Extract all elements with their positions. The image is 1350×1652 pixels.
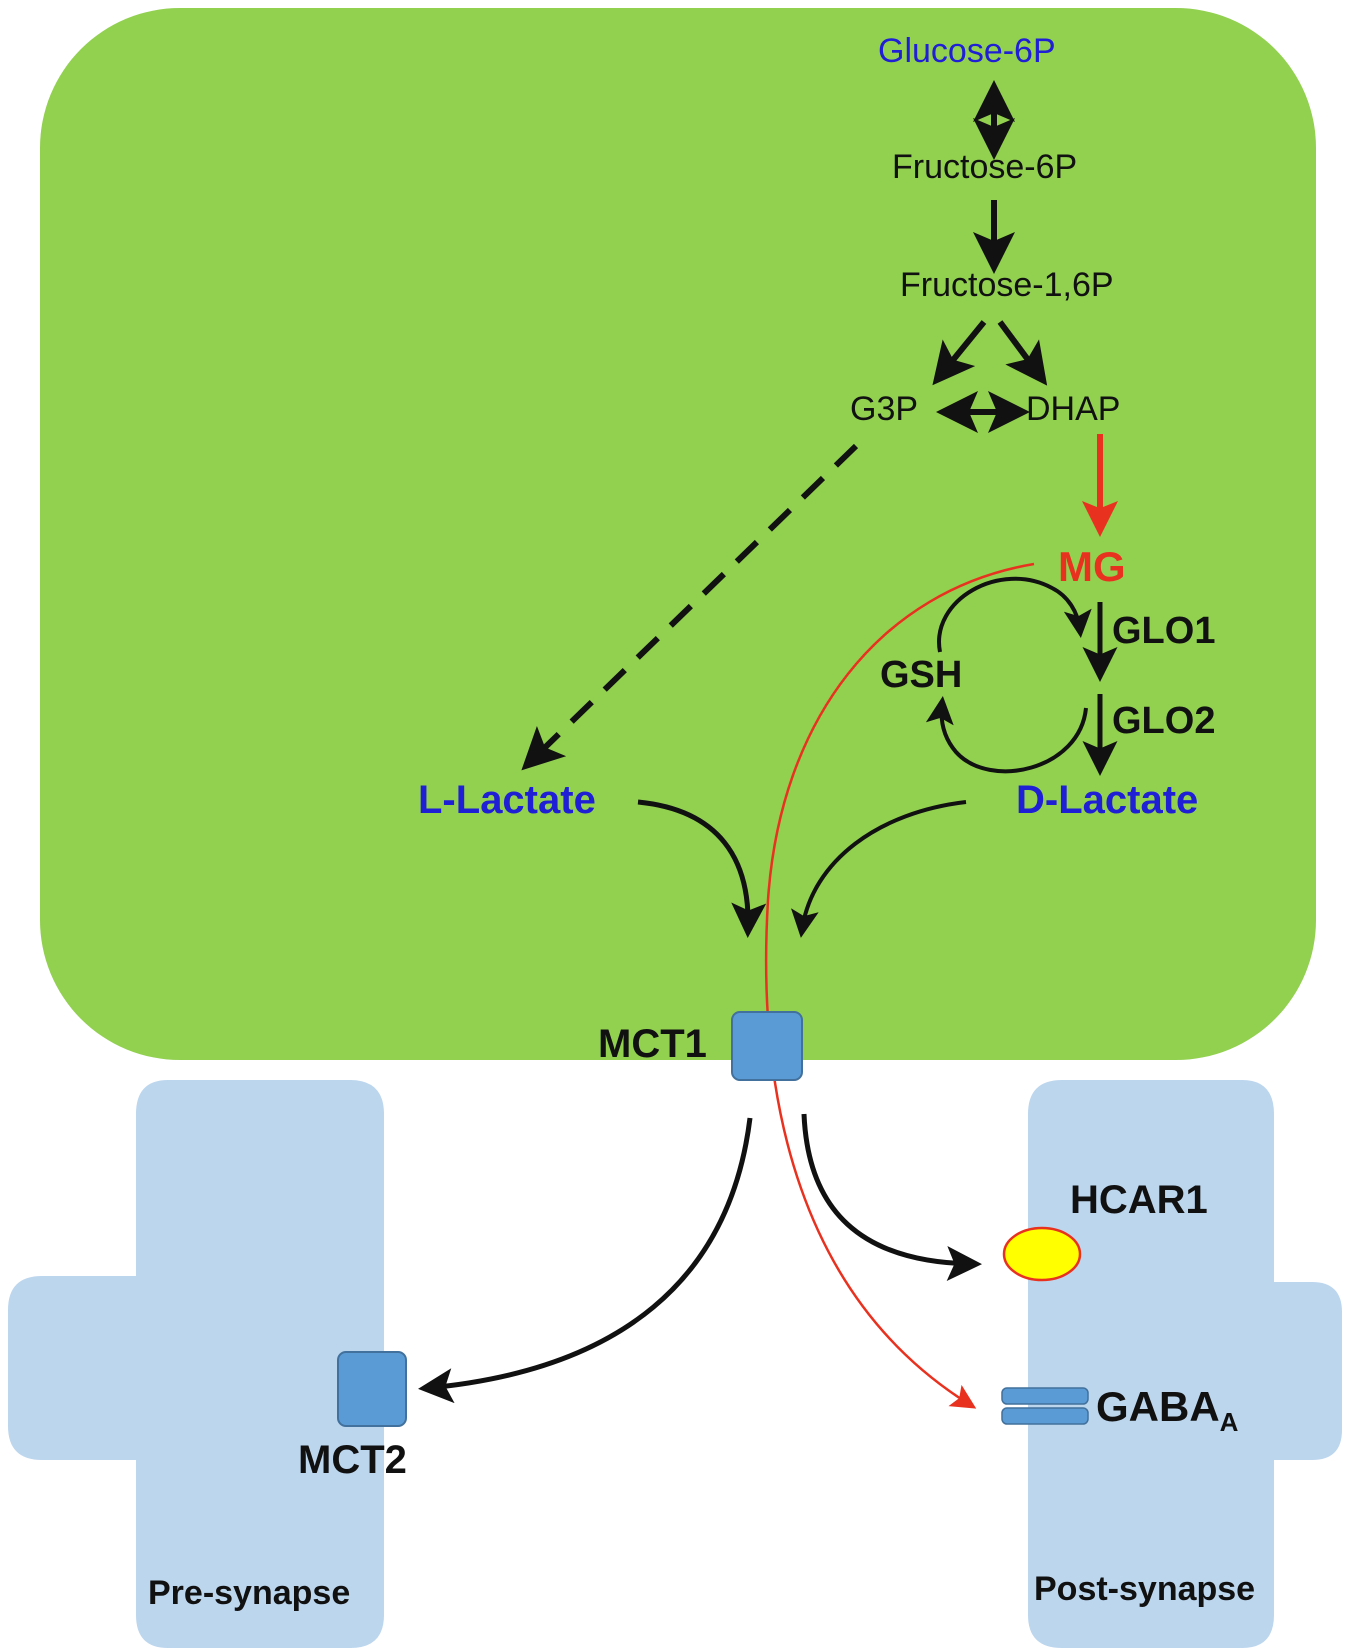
arrow-glo2-to-gsh	[925, 696, 1088, 774]
label-l-lactate: L-Lactate	[418, 778, 596, 822]
gabaa-receptor-bar-bottom	[1001, 1407, 1089, 1425]
arrow-llactate-mct1	[637, 799, 767, 938]
arrow-gsh-to-glo1	[937, 576, 1092, 653]
label-gabaa: GABAA	[1096, 1383, 1239, 1437]
arrow-fructose16p-dhap	[997, 320, 1048, 386]
mct1-transporter	[731, 1011, 803, 1081]
hcar1-receptor	[1002, 1226, 1082, 1282]
gabaa-receptor-bar-top	[1001, 1387, 1089, 1405]
mct2-transporter	[337, 1351, 407, 1427]
label-hcar1: HCAR1	[1070, 1178, 1208, 1222]
label-gsh: GSH	[880, 654, 963, 696]
arrow-g3p-llactate-dashed	[521, 443, 859, 771]
arrow-dlactate-mct1	[790, 800, 967, 938]
arrow-fructose16p-g3p	[932, 320, 987, 386]
label-gabaa-base: GABA	[1096, 1383, 1220, 1430]
post-synapse-cell	[1028, 1080, 1342, 1648]
label-gabaa-subscript: A	[1219, 1407, 1239, 1437]
label-fructose-1-6p: Fructose-1,6P	[900, 266, 1114, 304]
label-glo2: GLO2	[1112, 700, 1216, 742]
label-g3p: G3P	[850, 390, 919, 428]
label-glucose-6p: Glucose-6P	[878, 32, 1056, 70]
pre-synapse-cell	[8, 1080, 384, 1648]
arrow-mg-gabaa	[764, 562, 1035, 1409]
label-d-lactate: D-Lactate	[1016, 778, 1199, 822]
label-post-synapse: Post-synapse	[1034, 1570, 1256, 1608]
label-fructose-6p: Fructose-6P	[892, 148, 1078, 186]
astrocyte-cell	[40, 8, 1316, 1060]
arrow-mct1-mct2	[418, 1117, 753, 1404]
label-pre-synapse: Pre-synapse	[148, 1574, 351, 1612]
label-dhap: DHAP	[1026, 390, 1121, 428]
label-glo1: GLO1	[1112, 610, 1216, 652]
label-mct1: MCT1	[598, 1022, 707, 1066]
label-mct2: MCT2	[298, 1438, 407, 1482]
arrow-mct1-hcar1	[801, 1113, 982, 1282]
label-mg: MG	[1058, 543, 1126, 590]
